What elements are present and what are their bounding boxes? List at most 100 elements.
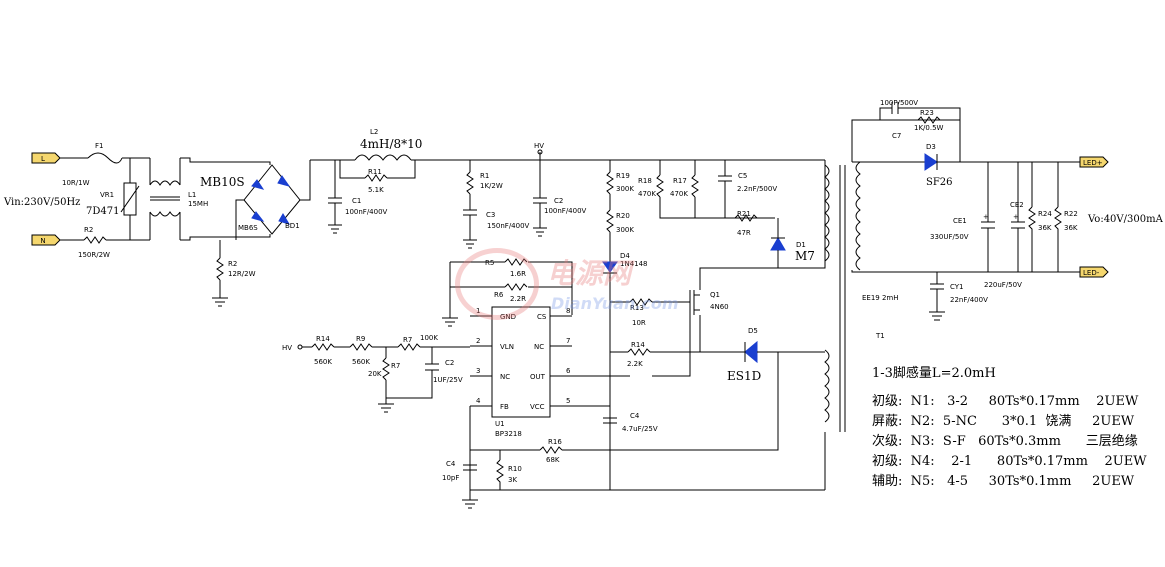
c3-value: 150nF/400V (487, 222, 530, 230)
vin-label: Vin:230V/50Hz (3, 197, 80, 208)
winding-notes: 1-3脚感量L=2.0mH 初级: N1: 3-2 80Ts*0.17mm 2U… (872, 362, 1162, 490)
resistor-r10 (496, 459, 504, 490)
snubber-section (602, 160, 826, 490)
resistor-r21 (734, 214, 758, 222)
pin-num-4: 4 (476, 397, 481, 405)
hv-sense-label: HV (282, 344, 292, 352)
r19-value: 300K (616, 185, 634, 193)
c5-value: 2.2nF/500V (737, 185, 777, 193)
r24-value: 36K (1038, 224, 1052, 232)
r18-value: 470K (638, 190, 656, 198)
l1-value: 15MH (188, 200, 208, 208)
r1-ref: R1 (480, 172, 489, 180)
resistor-r16 (539, 446, 563, 454)
l2-ref: L2 (370, 128, 378, 136)
resistor-r19 (606, 171, 614, 195)
c4b-value: 4.7uF/25V (622, 425, 658, 433)
c4a-value: 10pF (442, 474, 459, 482)
r16-ref: R16 (548, 438, 562, 446)
r9-ref: R9 (356, 335, 365, 343)
inductor-l2 (354, 154, 412, 161)
sense-section (297, 343, 470, 413)
r13-value: 10R (632, 319, 646, 327)
r9-value: 560K (352, 358, 370, 366)
c1-value: 100nF/400V (345, 208, 388, 216)
pin-num-3: 3 (476, 367, 480, 375)
watermark-logo-icon (455, 248, 539, 320)
r17-value: 470K (670, 190, 688, 198)
resistor-r13 (629, 298, 653, 306)
resistor-r7b (382, 357, 390, 381)
winding-n3: 次级: N3: S-F 60Ts*0.3mm 三层绝缘 (872, 434, 1138, 449)
r20-ref: R20 (616, 212, 630, 220)
terminal-led-minus (1079, 266, 1109, 278)
r21-ref: R21 (737, 210, 751, 218)
bridge-part: MB6S (238, 224, 258, 232)
winding-n5: 辅助: N5: 4-5 30Ts*0.1mm 2UEW (872, 474, 1135, 489)
pin-nc1: NC (534, 343, 544, 351)
ce1-value: 330UF/50V (930, 233, 969, 241)
resistor-r9 (349, 343, 373, 351)
terminal-n (31, 234, 61, 246)
bridge-name: MB10S (200, 175, 245, 189)
c2-sense-ref: C2 (445, 359, 454, 367)
t1-ref: T1 (875, 332, 885, 340)
diode-d3 (924, 153, 938, 171)
winding-n1: 初级: N1: 3-2 80Ts*0.17mm 2UEW (872, 394, 1139, 409)
c1-ref: C1 (352, 197, 361, 205)
r10-value: 3K (508, 476, 517, 484)
r7b-ref: R7 (391, 362, 400, 370)
r13-ref: R13 (630, 304, 644, 312)
svg-text:+: + (1013, 213, 1019, 221)
c2-ref: C2 (554, 197, 563, 205)
resistor-r24 (1028, 206, 1036, 237)
d1-part: M7 (795, 249, 815, 263)
c7-value: 100P/500V (880, 99, 918, 107)
u1-part: BP3218 (495, 430, 522, 438)
d4-part: 1N4148 (620, 260, 648, 268)
output-section: + + (852, 102, 1080, 321)
r20-value: 300K (616, 226, 634, 234)
r23-ref: R23 (920, 109, 934, 117)
c2-value: 100nF/400V (544, 207, 587, 215)
r2a-ref: R2 (84, 226, 93, 234)
r7b-value: 20K (368, 370, 382, 378)
terminal-led-plus (1079, 156, 1109, 168)
pin-vln: VLN (500, 343, 514, 351)
resistor-r14 (311, 343, 335, 351)
fuse-f1 (87, 152, 123, 164)
r7a-value: 100K (420, 334, 438, 342)
led-plus-label: LED+ (1083, 159, 1103, 167)
r10-ref: R10 (508, 465, 522, 473)
d3-part: SF26 (926, 177, 953, 188)
winding-n4: 初级: N4: 2-1 80Ts*0.17mm 2UEW (872, 454, 1147, 469)
watermark-en: DianYuan.com (551, 294, 679, 313)
diode-d5 (744, 340, 758, 364)
c7-ref: C7 (892, 132, 901, 140)
vr1-ref: VR1 (100, 191, 114, 199)
r11-ref: R11 (368, 168, 382, 176)
cy1-value: 22nF/400V (950, 296, 988, 304)
c2-sense-value: 1UF/25V (433, 376, 463, 384)
pin-num-8: 8 (566, 307, 570, 315)
q1-ref: Q1 (710, 291, 720, 299)
r14b-value: 2.2K (627, 360, 643, 368)
l2-value: 4mH/8*10 (360, 137, 422, 151)
inductance-note: 1-3脚感量L=2.0mH (872, 366, 996, 381)
pin-vcc: VCC (530, 403, 545, 411)
r21-value: 47R (737, 229, 751, 237)
resistor-r14b (627, 348, 651, 356)
r22-ref: R22 (1064, 210, 1078, 218)
ce1-ref: CE1 (953, 217, 967, 225)
pin-num-5: 5 (566, 397, 570, 405)
transformer-t1 (824, 119, 1080, 432)
c5-ref: C5 (738, 172, 747, 180)
r19-ref: R19 (616, 172, 630, 180)
resistor-r18 (656, 174, 664, 198)
pin-out: OUT (530, 373, 546, 381)
r2a-value: 150R/2W (78, 251, 110, 259)
r7a-ref: R7 (403, 336, 412, 344)
hv-rail (310, 149, 825, 249)
pin-num-7: 7 (566, 337, 570, 345)
resistor-r2-ground (216, 257, 224, 281)
